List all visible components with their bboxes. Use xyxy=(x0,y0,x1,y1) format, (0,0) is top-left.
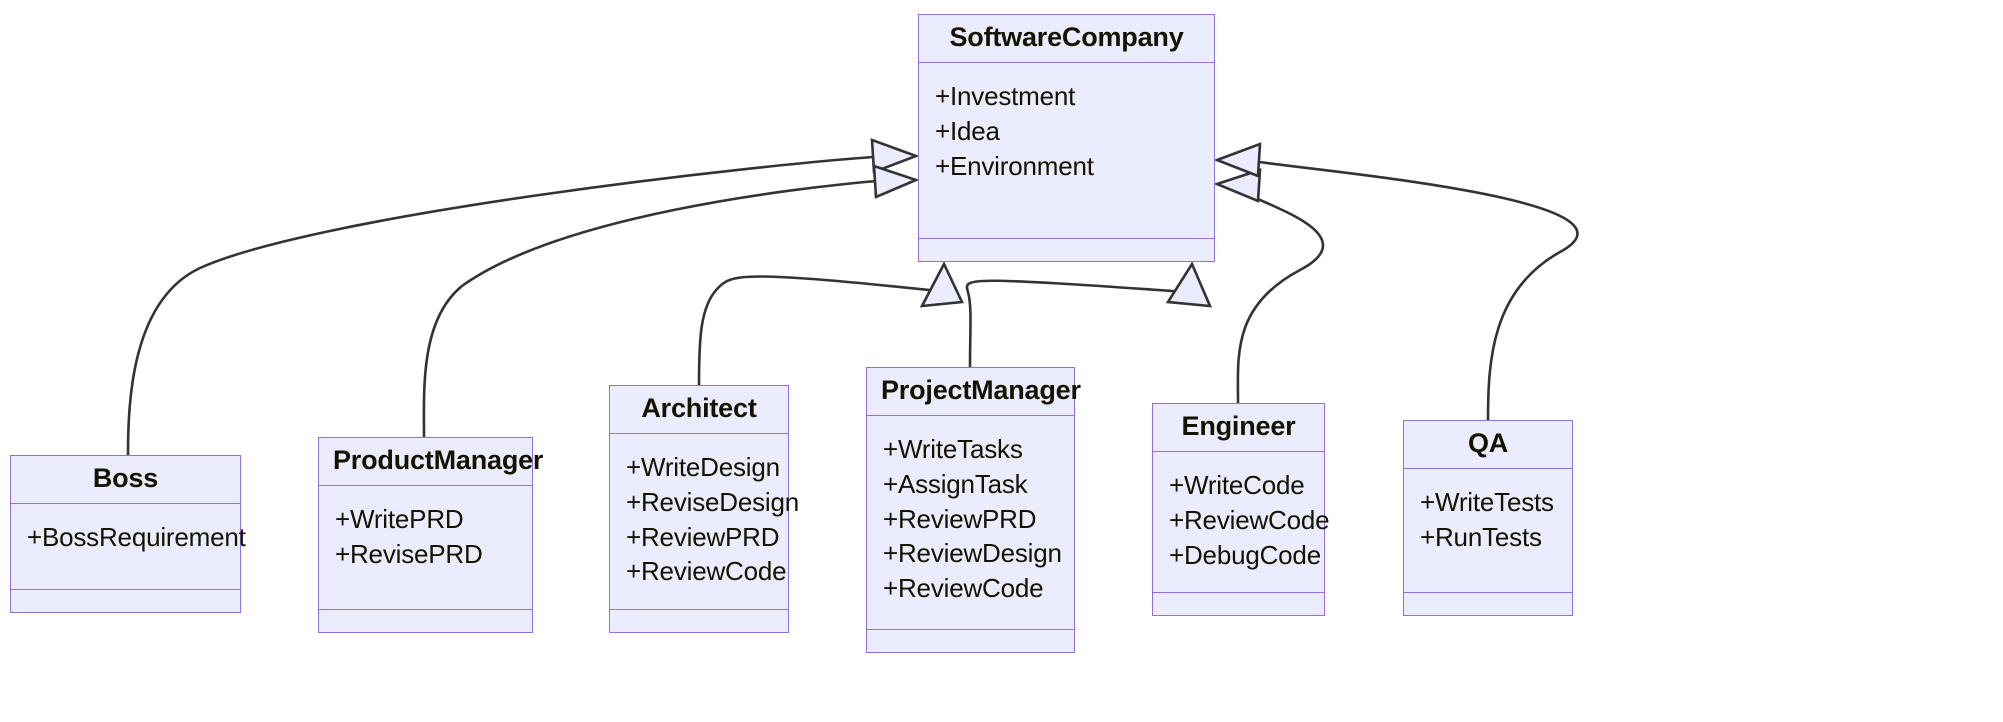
arrowhead-qa xyxy=(1213,142,1262,178)
edge-path-projectmanager xyxy=(965,279,1188,369)
class-methods-projectmanager xyxy=(867,630,1074,652)
arrowhead-engineer xyxy=(1213,168,1262,203)
class-members-qa: +WriteTests +RunTests xyxy=(1404,469,1572,593)
class-node-softwarecompany[interactable]: SoftwareCompany +Investment +Idea +Envir… xyxy=(918,14,1215,262)
class-node-boss[interactable]: Boss +BossRequirement xyxy=(10,455,246,613)
class-node-projectmanager[interactable]: ProjectManager +WriteTasks +AssignTask +… xyxy=(866,367,1081,653)
edge-path-engineer xyxy=(1236,186,1324,405)
class-methods-softwarecompany xyxy=(919,239,1214,261)
arrowhead-projectmanager xyxy=(1165,261,1213,308)
class-methods-engineer xyxy=(1153,593,1324,615)
class-title-softwarecompany: SoftwareCompany xyxy=(919,15,1214,63)
class-title-qa: QA xyxy=(1404,421,1572,469)
class-member: +WritePRD xyxy=(335,504,464,534)
class-member: +WriteTests xyxy=(1420,487,1554,517)
class-member: +ReviewCode xyxy=(883,573,1044,604)
class-member: +WriteTasks xyxy=(883,434,1023,464)
class-member: +WriteDesign xyxy=(626,452,780,482)
class-title-projectmanager: ProjectManager xyxy=(867,368,1081,416)
class-member: +Idea xyxy=(935,115,1000,146)
class-member: +WriteCode xyxy=(1169,470,1305,500)
class-member: +RunTests xyxy=(1420,521,1542,552)
arrowhead-boss xyxy=(870,138,920,174)
class-member: +RevisePRD xyxy=(335,538,483,569)
class-methods-productmanager xyxy=(319,610,532,632)
class-members-architect: +WriteDesign +ReviseDesign +ReviewPRD +R… xyxy=(610,434,799,610)
class-members-projectmanager: +WriteTasks +AssignTask +ReviewPRD +Revi… xyxy=(867,416,1074,630)
class-member: +ReviseDesign xyxy=(626,486,799,517)
class-title-productmanager: ProductManager xyxy=(319,438,543,486)
class-node-qa[interactable]: QA +WriteTests +RunTests xyxy=(1403,420,1573,616)
class-node-engineer[interactable]: Engineer +WriteCode +ReviewCode +DebugCo… xyxy=(1152,403,1330,616)
class-node-architect[interactable]: Architect +WriteDesign +ReviseDesign +Re… xyxy=(609,385,799,633)
class-methods-boss xyxy=(11,590,240,612)
class-member: +ReviewCode xyxy=(626,556,787,587)
class-member: +Environment xyxy=(935,150,1094,181)
arrowhead-architect xyxy=(919,261,964,308)
arrowhead-productmanager xyxy=(872,164,920,199)
class-title-architect: Architect xyxy=(610,386,788,434)
class-member: +BossRequirement xyxy=(27,522,246,552)
class-members-productmanager: +WritePRD +RevisePRD xyxy=(319,486,532,610)
class-members-engineer: +WriteCode +ReviewCode +DebugCode xyxy=(1153,452,1330,593)
class-methods-qa xyxy=(1404,593,1572,615)
class-title-boss: Boss xyxy=(11,456,240,504)
class-members-softwarecompany: +Investment +Idea +Environment xyxy=(919,63,1214,239)
class-member: +ReviewPRD xyxy=(883,503,1037,534)
class-member: +ReviewCode xyxy=(1169,504,1330,535)
class-member: +ReviewPRD xyxy=(626,521,780,552)
class-methods-architect xyxy=(610,610,788,632)
edge-path-qa xyxy=(1244,158,1579,422)
class-node-productmanager[interactable]: ProductManager +WritePRD +RevisePRD xyxy=(318,437,543,633)
class-member: +AssignTask xyxy=(883,468,1028,499)
class-member: +DebugCode xyxy=(1169,539,1321,570)
class-title-engineer: Engineer xyxy=(1153,404,1324,452)
class-member: +ReviewDesign xyxy=(883,538,1062,569)
class-members-boss: +BossRequirement xyxy=(11,504,246,590)
class-member: +Investment xyxy=(935,81,1076,111)
